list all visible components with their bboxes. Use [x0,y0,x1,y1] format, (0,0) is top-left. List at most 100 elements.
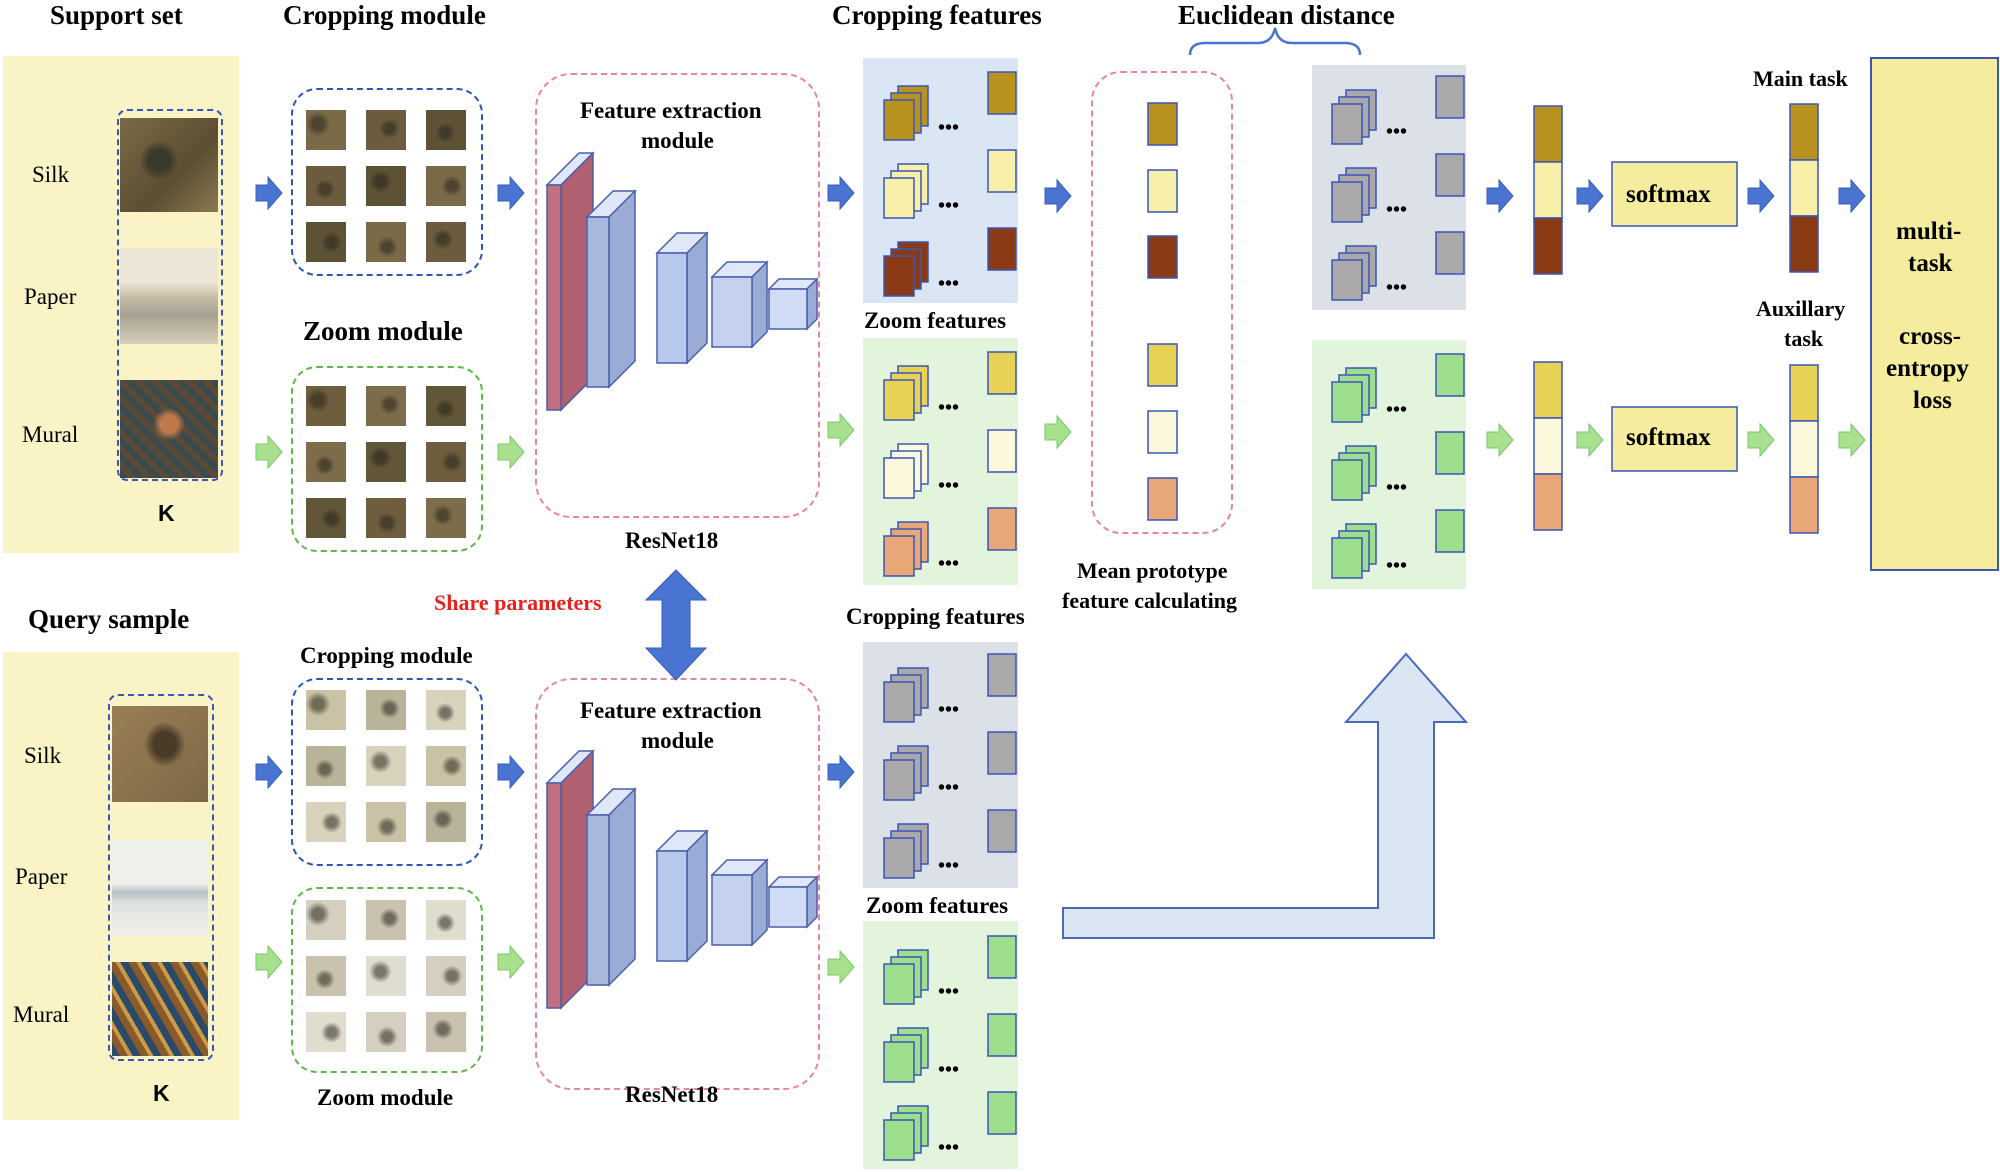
distance-crop-feature-ellipsis: ••• [1386,121,1407,143]
query-zoom-tile [426,956,466,996]
resnet-top-layer1-front [586,216,610,388]
mean-prototype-label-line2: feature calculating [1062,588,1237,613]
query-crop-tile [306,802,346,842]
query-crop-tile [426,690,466,730]
query-crop-feature-stack-layer [883,837,915,879]
main-task-vector-cell-2 [1789,159,1819,217]
resnet-top-layer1-side [608,189,636,389]
support-crop-tile [366,222,406,262]
prototype-square-6 [1147,477,1178,521]
vector-to-softmax-bottom-arrow [1576,422,1604,458]
loss-line4: entropy [1886,355,1969,382]
support-zoom-tile [366,498,406,538]
query-silk-label: Silk [24,743,62,768]
extractor-top-backbone: ResNet18 [625,528,719,553]
softmax-top-box [1611,161,1738,227]
support-mural-label: Mural [22,422,79,447]
share-parameters-arrow [644,569,708,681]
support-crop-tile [366,110,406,150]
query-zoom-tile [306,1012,346,1052]
distance-vector-top-cell-3 [1533,217,1563,275]
query-zoom-tile [366,956,406,996]
query-zoom-to-extractor-arrow [497,944,525,980]
euclidean-distance-brace [1188,27,1362,56]
distance-crop-feature-stack-layer [1331,103,1363,145]
prototype-square-2 [1147,169,1178,213]
extractor-to-crop-features-arrow [827,175,855,211]
query-to-distance-arrow [1062,652,1469,939]
distance-to-vector-top-arrow [1486,178,1514,214]
distance-vector-bottom-cell-3 [1533,473,1563,531]
support-zoom-feature-stack-layer [883,379,915,421]
query-extractor-to-zoom-features-arrow [827,949,855,985]
distance-zoom-feature-ellipsis: ••• [1386,477,1407,499]
loss-line5: loss [1913,387,1952,414]
distance-crop-feature-ellipsis: ••• [1386,277,1407,299]
cropping-module-top-header: Cropping module [283,0,486,30]
query-zoom-tile [306,956,346,996]
zoom-to-extractor-arrow [497,434,525,470]
support-zoom-feature-stack-layer [883,535,915,577]
mean-prototype-box [1091,71,1233,534]
softmax-bottom-label: softmax [1626,424,1711,451]
cropping-features-top-header: Cropping features [832,0,1042,30]
prototype-square-5 [1147,410,1178,454]
softmax-to-aux-task-arrow [1747,422,1775,458]
euclidean-distance-header: Euclidean distance [1178,0,1395,30]
vector-to-softmax-top-arrow [1576,178,1604,214]
support-zoom-feature-single [987,507,1017,551]
support-crop-feature-ellipsis: ••• [938,117,959,139]
distance-zoom-feature-stack-layer [1331,537,1363,579]
query-paper-label: Paper [15,864,68,889]
support-feature-extractor-box [535,73,820,518]
support-crop-tile [426,222,466,262]
query-crop-to-extractor-arrow [497,754,525,790]
support-set-header: Support set [50,0,183,30]
query-zoom-tile [306,900,346,940]
distance-zoom-feature-single [1435,431,1465,475]
main-task-vector-cell-1 [1789,103,1819,161]
query-zoom-feature-stack-layer [883,1119,915,1161]
support-k-label: K [158,500,175,526]
support-crop-feature-ellipsis: ••• [938,195,959,217]
distance-to-vector-bottom-arrow [1486,422,1514,458]
support-crop-feature-ellipsis: ••• [938,273,959,295]
query-crop-feature-ellipsis: ••• [938,777,959,799]
query-zoom-feature-ellipsis: ••• [938,1059,959,1081]
extractor-bottom-title-line2: module [641,728,714,753]
support-zoom-feature-ellipsis: ••• [938,475,959,497]
support-crop-tile [306,222,346,262]
support-images-frame [117,109,223,481]
distance-vector-bottom-cell-1 [1533,361,1563,419]
extractor-bottom-title-line1: Feature extraction [580,698,762,723]
query-mural-painting [112,962,208,1056]
support-zoom-feature-ellipsis: ••• [938,397,959,419]
support-crop-tile [426,110,466,150]
auxiliary-task-label-line2: task [1784,326,1824,351]
support-crop-feature-single [987,227,1017,271]
resnet-bottom-layer2-side [686,829,708,963]
query-crop-feature-stack-layer [883,681,915,723]
distance-crop-feature-stack-layer [1331,181,1363,223]
main-task-label: Main task [1753,66,1848,91]
distance-vector-top-cell-1 [1533,105,1563,163]
extractor-top-title-line2: module [641,128,714,153]
zoom-features-bottom-header: Zoom features [866,893,1009,918]
support-zoom-feature-stack-layer [883,457,915,499]
query-silk-painting [112,706,208,802]
loss-line3: cross- [1899,323,1962,350]
query-zoom-feature-single [987,1091,1017,1135]
share-parameters-label: Share parameters [434,590,602,615]
crop-to-extractor-arrow [497,175,525,211]
query-crop-tile [306,746,346,786]
support-crop-feature-stack-layer [883,177,915,219]
distance-vector-bottom-cell-2 [1533,417,1563,475]
support-zoom-feature-single [987,351,1017,395]
support-crop-tile [306,110,346,150]
support-zoom-tile [366,386,406,426]
query-zoom-tile [426,900,466,940]
prototype-square-4 [1147,343,1178,387]
prototype-square-3 [1147,235,1178,279]
